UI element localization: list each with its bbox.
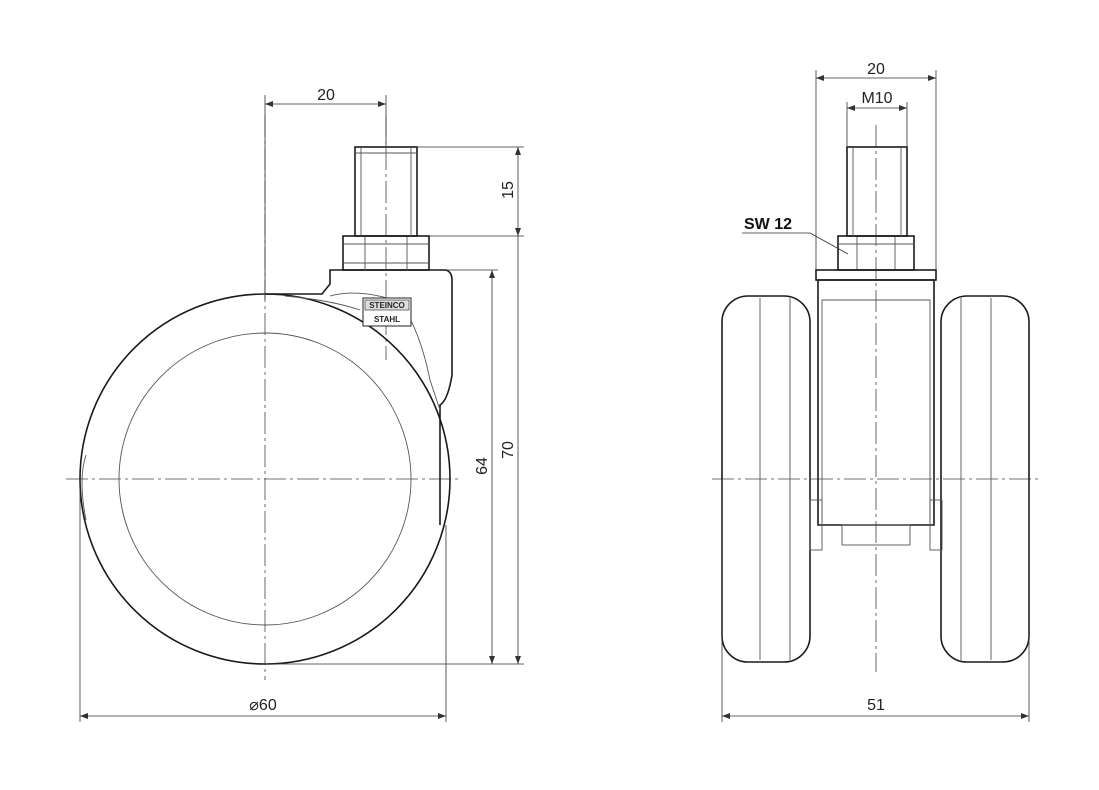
front-dim-thread: M10 — [846, 90, 908, 147]
front-threaded-stem — [846, 146, 908, 237]
side-dim-total-height: 70 — [265, 236, 524, 665]
wheel-tread-edge — [81, 454, 87, 521]
side-dim-stem: 15 — [417, 146, 524, 237]
side-dim-diameter: ⌀60 — [79, 479, 447, 722]
side-dim-total-height-label: 70 — [500, 441, 517, 459]
fork-housing-lip — [284, 295, 361, 311]
front-dim-width-label: 51 — [867, 697, 885, 714]
side-view: STEINCO STAHL 20 15 70 — [66, 87, 524, 722]
logo-bottom-text: STAHL — [374, 315, 400, 324]
front-dim-top: 20 — [815, 61, 937, 270]
front-axle-hub — [841, 524, 911, 546]
side-dim-top: 20 — [264, 87, 387, 300]
side-dim-wheel-height: 64 — [446, 269, 498, 664]
brand-logo: STEINCO STAHL — [362, 297, 412, 327]
side-dim-wheel-height-label: 64 — [474, 457, 491, 475]
front-view: 20 M10 SW 12 51 — [712, 61, 1042, 722]
wrench-size-label: SW 12 — [744, 216, 792, 233]
side-dim-diameter-label: ⌀60 — [249, 697, 277, 714]
side-dim-top-label: 20 — [317, 87, 335, 104]
logo-top-text: STEINCO — [369, 301, 405, 310]
fork-housing — [265, 269, 453, 525]
front-dim-width: 51 — [721, 479, 1030, 722]
front-dim-thread-label: M10 — [861, 90, 892, 107]
side-dim-stem-label: 15 — [500, 181, 517, 199]
wrench-size-callout: SW 12 — [742, 216, 849, 255]
front-nut-base — [815, 269, 937, 281]
wheel-inner-ring — [118, 332, 412, 626]
front-dim-top-label: 20 — [867, 61, 885, 78]
